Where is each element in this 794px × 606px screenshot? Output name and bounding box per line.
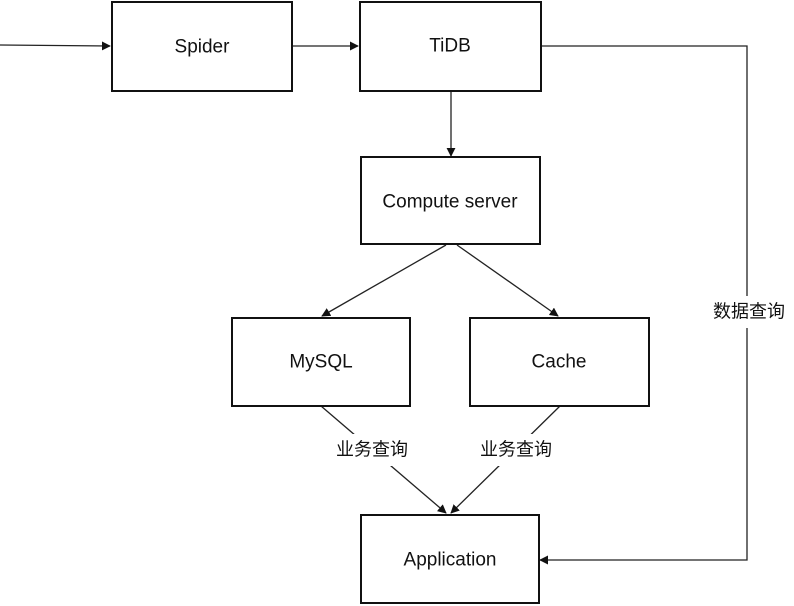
node-compute-server: Compute server	[360, 156, 541, 245]
node-application: Application	[360, 514, 540, 604]
node-application-box	[360, 514, 540, 604]
node-spider-box	[111, 1, 293, 92]
edge-label-background	[328, 434, 416, 466]
node-application-label: Application	[404, 550, 497, 571]
node-tidb-label: TiDB	[429, 36, 471, 57]
node-tidb-box	[359, 1, 542, 92]
node-spider: Spider	[111, 1, 293, 92]
node-mysql-box	[231, 317, 411, 407]
node-compute-server-label: Compute server	[382, 192, 518, 213]
edge-compute-server-to-cache	[456, 244, 559, 317]
edge-compute-server-to-mysql	[321, 244, 447, 317]
node-cache-label: Cache	[532, 352, 587, 373]
node-compute-server-box	[360, 156, 541, 245]
node-tidb: TiDB	[359, 1, 542, 92]
node-cache: Cache	[469, 317, 650, 407]
node-mysql-label: MySQL	[289, 352, 352, 373]
edge-label-data-query: 数据查询	[713, 302, 785, 323]
edge-label-mysql-query: 业务查询	[336, 440, 408, 461]
node-cache-box	[469, 317, 650, 407]
node-mysql: MySQL	[231, 317, 411, 407]
edge-input-to-spider	[0, 41, 111, 51]
edge-label-cache-query: 业务查询	[480, 440, 552, 461]
node-spider-label: Spider	[175, 37, 231, 58]
edge-label-background	[700, 296, 794, 328]
edge-label-background	[472, 434, 560, 466]
